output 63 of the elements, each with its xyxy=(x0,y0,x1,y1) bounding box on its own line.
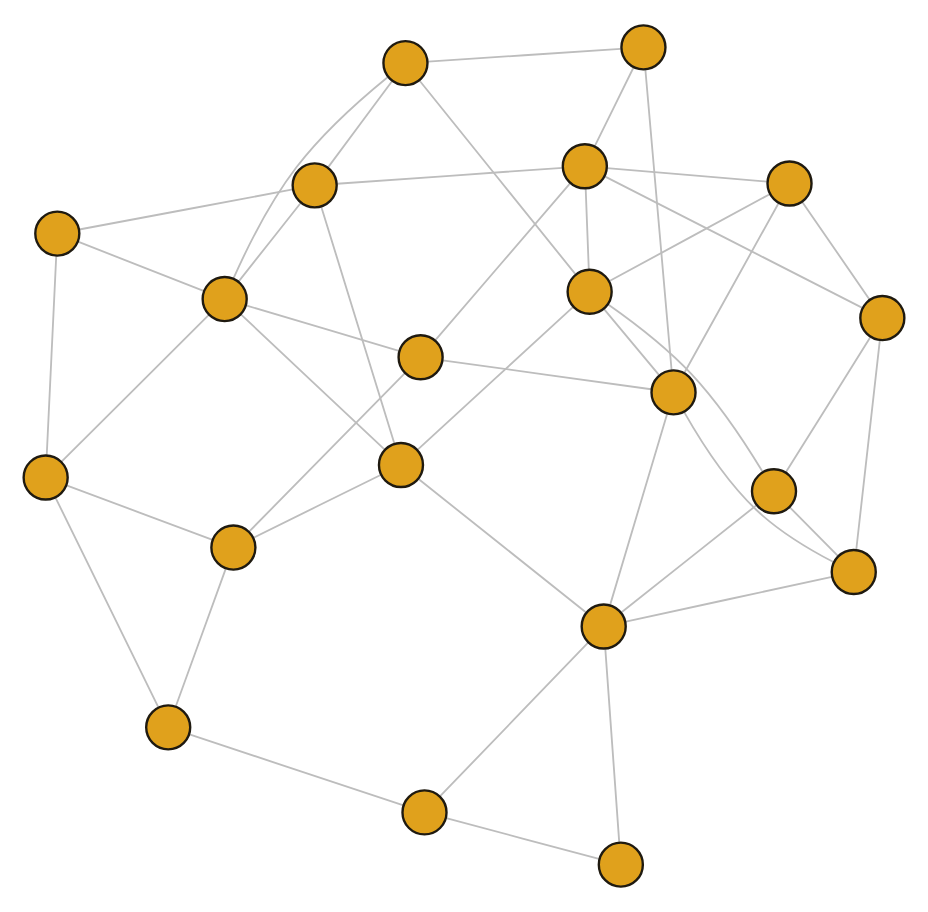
connector xyxy=(54,496,160,708)
node-circle xyxy=(377,441,425,489)
node-circle xyxy=(620,24,667,71)
connector xyxy=(252,473,383,539)
connector xyxy=(441,359,652,391)
connector xyxy=(232,76,389,280)
node-circle xyxy=(145,704,192,751)
connector xyxy=(434,182,571,342)
node-circle xyxy=(750,468,798,515)
connector xyxy=(240,313,386,451)
connector xyxy=(606,167,768,183)
connector xyxy=(683,411,835,563)
node-circle xyxy=(830,548,877,596)
connector xyxy=(603,308,660,376)
connector xyxy=(336,166,564,185)
connector xyxy=(60,313,210,463)
connector xyxy=(327,80,393,169)
connector xyxy=(426,47,622,63)
connector xyxy=(418,79,577,276)
node-circle xyxy=(382,39,429,87)
node-circle xyxy=(650,369,697,416)
connector xyxy=(855,339,881,551)
connector xyxy=(603,175,864,309)
node-circle xyxy=(766,160,813,207)
connector xyxy=(188,733,405,807)
node-circle xyxy=(397,334,444,381)
node-circle xyxy=(859,294,906,342)
connector xyxy=(416,306,575,451)
connector xyxy=(248,372,406,533)
connector xyxy=(788,506,839,557)
connector xyxy=(244,304,400,352)
node-circle xyxy=(210,524,257,571)
connector xyxy=(77,240,206,292)
connector xyxy=(683,201,780,374)
connector xyxy=(608,193,771,282)
connector xyxy=(609,413,669,606)
connector xyxy=(65,484,214,541)
connector xyxy=(175,567,227,707)
node-circle xyxy=(580,603,627,650)
connector xyxy=(624,575,833,623)
connector xyxy=(45,255,58,456)
connector xyxy=(445,817,600,860)
connector xyxy=(785,335,872,473)
connector xyxy=(620,504,758,614)
node-circle xyxy=(34,210,81,257)
node-circle xyxy=(561,143,609,190)
node-circle xyxy=(401,789,448,836)
node-circle xyxy=(22,454,69,501)
node-circle xyxy=(291,162,338,209)
connector xyxy=(237,201,302,283)
connector xyxy=(644,68,673,372)
connector xyxy=(78,188,294,231)
connector xyxy=(801,201,871,301)
node-circle xyxy=(201,275,248,323)
connector xyxy=(320,205,396,444)
node-circle xyxy=(566,268,613,315)
connector xyxy=(439,641,589,797)
connector xyxy=(417,477,588,614)
connector xyxy=(593,66,635,147)
connector xyxy=(607,303,764,473)
node-circle xyxy=(597,841,645,888)
connector xyxy=(584,187,590,271)
connector xyxy=(604,648,621,844)
